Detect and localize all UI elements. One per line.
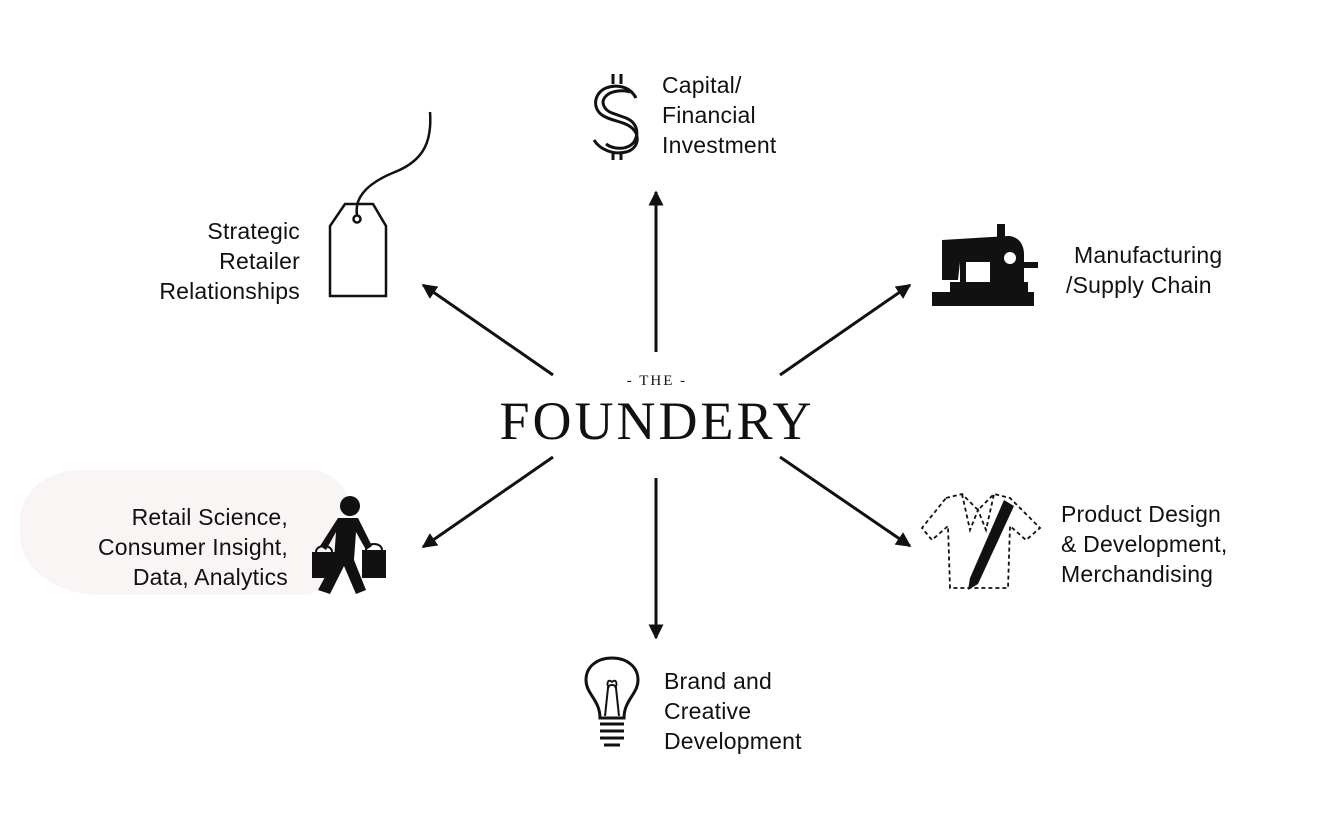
capital-label-line: Financial (662, 102, 756, 128)
shirt-pencil-icon (920, 493, 1042, 590)
product-label-line: Merchandising (1061, 561, 1214, 587)
retailer-label-line: Strategic (207, 218, 300, 244)
capital-label-line: Investment (662, 132, 777, 158)
retail-science-label-line: Retail Science, (131, 504, 288, 530)
retail-science-label: Retail Science, Consumer Insight, Data, … (58, 502, 288, 592)
manufacturing-label-line: /Supply Chain (1066, 272, 1212, 298)
arrow-to-manufacturing (779, 283, 912, 377)
arrow-to-retail-science (421, 455, 554, 549)
product-label-line: Product Design (1061, 501, 1222, 527)
background-blob (20, 470, 350, 595)
shopper-icon (312, 496, 386, 594)
brand-label: Brand and Creative Development (664, 666, 802, 756)
retail-science-label-line: Data, Analytics (132, 564, 288, 590)
manufacturing-label-line: Manufacturing (1074, 242, 1223, 268)
retail-science-label-line: Consumer Insight, (97, 534, 288, 560)
brand-label-line: Brand and (664, 668, 772, 694)
retailer-label-line: Relationships (159, 278, 300, 304)
capital-label: Capital/ Financial Investment (662, 70, 777, 160)
arrow-to-retailer (421, 283, 554, 377)
center-title: FOUNDERY (499, 391, 815, 451)
center-title-small: - THE - (626, 373, 688, 389)
product-label-line: & Development, (1061, 531, 1228, 557)
sewing-machine-icon (932, 224, 1038, 306)
product-label: Product Design & Development, Merchandis… (1061, 499, 1227, 589)
arrow-to-product (779, 455, 912, 548)
capital-label-line: Capital/ (662, 72, 742, 98)
brand-label-line: Creative (664, 698, 752, 724)
brand-label-line: Development (664, 728, 802, 754)
dollar-sign-icon (592, 74, 639, 160)
retailer-label-line: Retailer (219, 248, 300, 274)
price-tag-icon (328, 111, 432, 298)
retailer-label: Strategic Retailer Relationships (100, 216, 300, 306)
lightbulb-icon (584, 656, 640, 747)
manufacturing-label: Manufacturing /Supply Chain (1066, 240, 1222, 300)
